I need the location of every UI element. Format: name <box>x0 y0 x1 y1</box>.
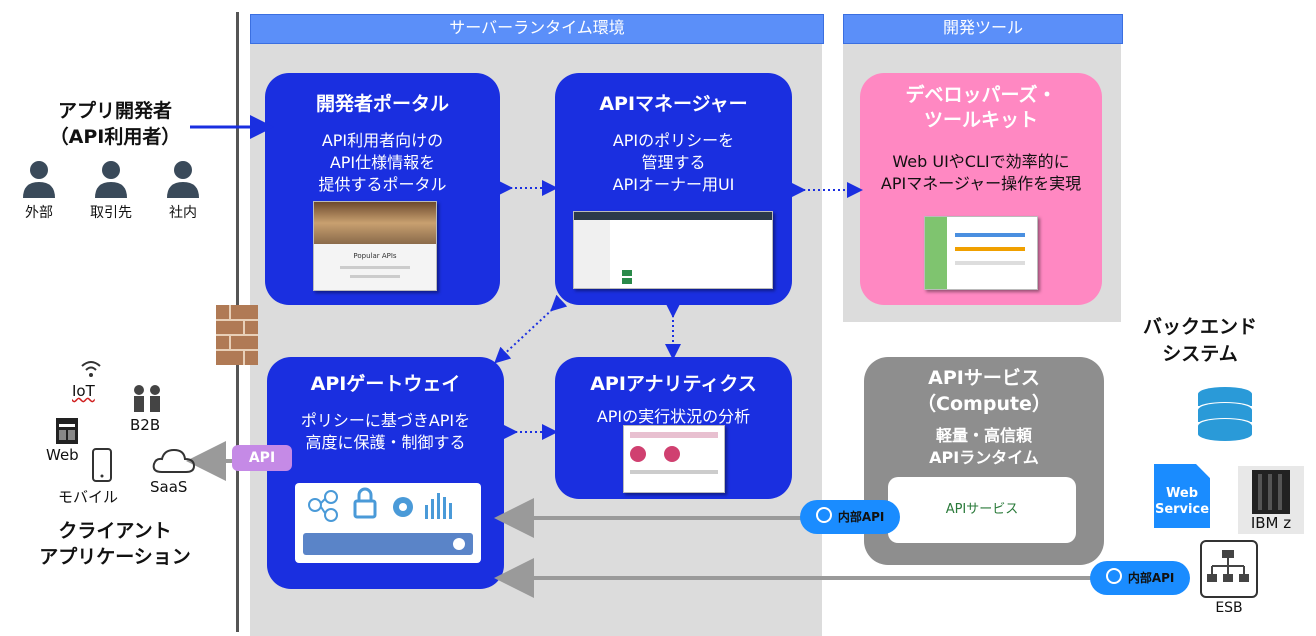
bars-icon <box>425 493 452 519</box>
developer-label: アプリ開発者 （API利用者） <box>49 100 181 148</box>
developer-portal-desc: API利用者向けの API仕様情報を 提供するポータル <box>318 131 447 194</box>
web-label: Web <box>46 446 79 464</box>
gear-icon <box>393 497 413 517</box>
api-service-inner: APIサービス <box>888 477 1076 543</box>
api-analytics-title: APIアナリティクス <box>590 373 757 395</box>
mobile-label: モバイル <box>58 488 119 506</box>
mobile-icon <box>92 448 112 482</box>
api-manager-desc: APIのポリシーを 管理する APIオーナー用UI <box>612 131 735 194</box>
ibm-z-icon: IBM z <box>1238 466 1304 534</box>
portal-screenshot: Popular APIs <box>313 201 437 291</box>
user-external: 外部 <box>14 158 64 222</box>
internal-api-pill-2: 内部API <box>1090 561 1190 595</box>
api-analytics-desc: APIの実行状況の分析 <box>596 407 751 426</box>
gateway-appliance <box>295 483 481 563</box>
api-manager-box: APIマネージャー APIのポリシーを 管理する APIオーナー用UI <box>555 73 792 305</box>
developer-toolkit-desc: Web UIやCLIで効率的に APIマネージャー操作を実現 <box>880 152 1082 193</box>
person-icon <box>167 161 199 198</box>
database-icon <box>1198 387 1252 441</box>
user-partner: 取引先 <box>86 158 136 222</box>
esb-label: ESB <box>1215 600 1243 616</box>
gear-icon <box>1105 568 1122 584</box>
developer-toolkit-title: デベロッパーズ・ ツールキット <box>905 84 1057 131</box>
api-manager-title: APIマネージャー <box>599 93 748 115</box>
api-analytics-box: APIアナリティクス APIの実行状況の分析 <box>555 357 792 499</box>
developer-portal-title: 開発者ポータル <box>315 93 449 115</box>
api-gateway-title: APIゲートウェイ <box>310 373 461 395</box>
api-gateway-box: APIゲートウェイ ポリシーに基づきAPIを 高度に保護・制御する <box>267 357 504 589</box>
client-apps: IoT B2B Web SaaS モバイル <box>30 360 230 510</box>
client-apps-title: クライアント アプリケーション <box>39 520 191 568</box>
toolkit-screenshot <box>924 216 1038 290</box>
iot-label: IoT <box>72 382 95 400</box>
backend-title: バックエンド システム <box>1142 316 1257 365</box>
cloud-icon <box>152 448 196 473</box>
server-runtime-header: サーバーランタイム環境 <box>250 14 824 44</box>
manager-screenshot <box>573 211 773 289</box>
gear-icon <box>815 507 832 523</box>
person-icon <box>95 161 127 198</box>
api-gateway-desc: ポリシーに基づきAPIを 高度に保護・制御する <box>300 411 471 452</box>
esb-icon <box>1200 540 1258 598</box>
api-service-box: APIサービス （Compute） 軽量・高信頼 APIランタイム APIサービ… <box>864 357 1104 565</box>
b2b-icon <box>134 385 160 412</box>
firewall-icon <box>216 305 258 365</box>
person-icon <box>23 161 55 198</box>
internal-api-pill-1: 内部API <box>800 500 900 534</box>
user-internal: 社内 <box>158 158 208 222</box>
api-tag: API <box>232 445 292 471</box>
b2b-label: B2B <box>130 416 161 434</box>
analytics-screenshot <box>623 425 725 493</box>
ibm-z-label: IBM z <box>1250 514 1292 532</box>
users-group: 外部 取引先 社内 <box>8 158 218 228</box>
web-service-icon: Web Service <box>1154 464 1210 528</box>
saas-label: SaaS <box>150 478 188 496</box>
wifi-icon <box>81 361 101 377</box>
api-service-title: APIサービス （Compute） <box>917 367 1051 415</box>
browser-icon <box>56 418 78 444</box>
network-icon <box>308 490 338 522</box>
developer-portal-box: 開発者ポータル API利用者向けの API仕様情報を 提供するポータル Popu… <box>265 73 500 305</box>
developer-toolkit-box: デベロッパーズ・ ツールキット Web UIやCLIで効率的に APIマネージャ… <box>860 73 1102 305</box>
dev-tools-header: 開発ツール <box>843 14 1123 44</box>
api-service-desc: 軽量・高信頼 APIランタイム <box>929 426 1039 467</box>
lock-icon <box>353 487 377 519</box>
